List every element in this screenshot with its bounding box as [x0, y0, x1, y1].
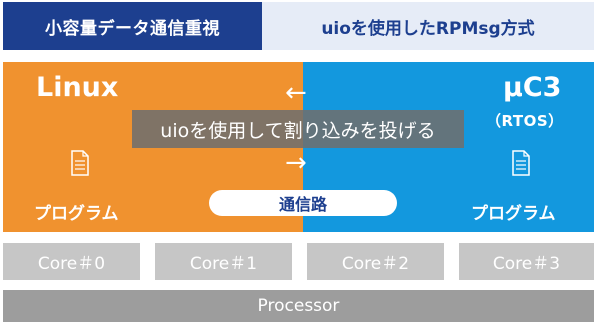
- arrow-left-icon: ←: [285, 78, 307, 108]
- communication-path-label: 通信路: [209, 190, 397, 216]
- core-1: Core＃1: [155, 243, 292, 280]
- core-0: Core＃0: [3, 243, 140, 280]
- tab-small-data-emphasis: 小容量データ通信重視: [3, 2, 262, 50]
- processor-bar: Processor: [3, 290, 594, 322]
- document-icon: [71, 150, 89, 176]
- document-icon: [512, 150, 530, 176]
- tab-uio-rpmsg-method: uioを使用したRPMsg方式: [262, 2, 594, 50]
- core-2: Core＃2: [307, 243, 444, 280]
- uc3-title: µC3: [503, 72, 562, 103]
- linux-title: Linux: [36, 72, 119, 103]
- rtos-label: （RTOS）: [486, 112, 564, 130]
- linux-program-label: プログラム: [34, 204, 119, 224]
- interrupt-banner: uioを使用して割り込みを投げる: [132, 110, 464, 148]
- arrow-right-icon: →: [285, 148, 307, 178]
- core-3: Core＃3: [459, 243, 594, 280]
- uc3-program-label: プログラム: [471, 204, 556, 224]
